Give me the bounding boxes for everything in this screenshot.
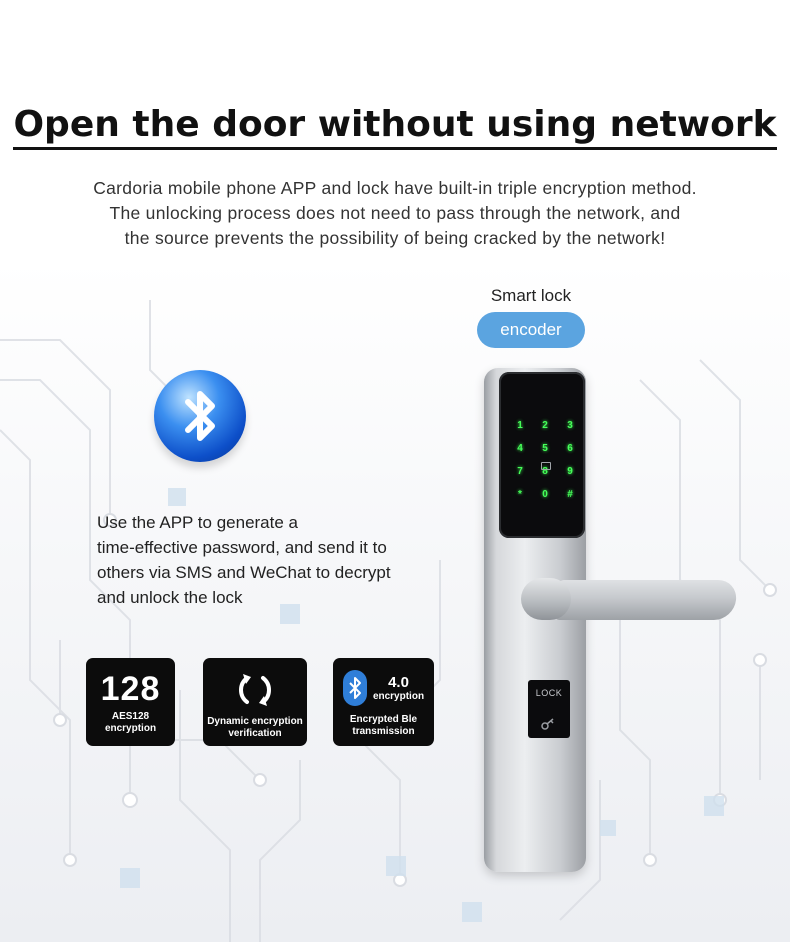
keypad-key: 3 [567, 420, 573, 431]
ble-caption-line1: Encrypted Ble [349, 714, 418, 725]
key-cylinder-label: LOCK [535, 688, 563, 698]
keypad-key: 0 [542, 489, 548, 500]
aes-number: 128 [100, 670, 161, 708]
keypad-key: 6 [567, 443, 573, 454]
ble-caption-line2: transmission [352, 726, 415, 737]
key-icon [541, 718, 554, 730]
keypad-key: # [567, 489, 573, 500]
page-title-wrapper: Open the door without using network [0, 104, 790, 150]
encoder-badge: encoder [477, 312, 585, 348]
key-cylinder-cover [528, 680, 570, 738]
refresh-icon [203, 668, 307, 712]
page-title: Open the door without using network [13, 104, 777, 150]
keypad-row: 7 8 9 [514, 466, 576, 477]
keypad-row: 4 5 6 [514, 443, 576, 454]
aes-encryption-badge: 128 AES128 encryption [86, 658, 175, 746]
smart-lock-label: Smart lock [490, 286, 572, 305]
keypad-key: 1 [517, 420, 523, 431]
ble-version-caption: encryption [372, 690, 425, 702]
ble-version: 4.0 [388, 673, 409, 691]
dynamic-caption-line1: Dynamic encryption [207, 716, 303, 727]
description-line: and unlock the lock [97, 588, 243, 607]
keypad-key: 2 [542, 420, 548, 431]
keypad-panel [499, 372, 585, 538]
intro-paragraph: Cardoria mobile phone APP and lock have … [20, 176, 770, 251]
aes-caption-line1: AES128 [111, 711, 150, 722]
description-line: Use the APP to generate a [97, 513, 298, 532]
intro-line: Cardoria mobile phone APP and lock have … [93, 178, 697, 198]
door-handle-lever [553, 580, 739, 620]
bluetooth-sphere-icon [154, 370, 246, 462]
ble-encryption-badge: 4.0 encryption Encrypted Ble transmissio… [333, 658, 434, 746]
dynamic-caption-line2: verification [228, 728, 282, 739]
keypad-key: * [518, 489, 522, 500]
description-line: time-effective password, and send it to [97, 538, 387, 557]
app-description: Use the APP to generate a time-effective… [97, 510, 427, 610]
description-line: others via SMS and WeChat to decrypt [97, 563, 391, 582]
keypad: 1 2 3 4 5 6 7 8 9 * 0 # [514, 420, 576, 512]
dynamic-encryption-badge: Dynamic encryption verification [203, 658, 307, 746]
keypad-key: 5 [542, 443, 548, 454]
keypad-key: 8 [542, 466, 548, 477]
keypad-key: 7 [517, 466, 523, 477]
card-reader-icon [541, 462, 551, 470]
keypad-key: 4 [517, 443, 523, 454]
door-handle-base [521, 578, 571, 620]
keypad-row: 1 2 3 [514, 420, 576, 431]
keypad-row: * 0 # [514, 489, 576, 500]
intro-line: The unlocking process does not need to p… [109, 203, 681, 223]
keypad-key: 9 [567, 466, 573, 477]
aes-caption-line2: encryption [104, 723, 157, 734]
bluetooth-icon [342, 670, 367, 706]
intro-line: the source prevents the possibility of b… [124, 228, 666, 248]
